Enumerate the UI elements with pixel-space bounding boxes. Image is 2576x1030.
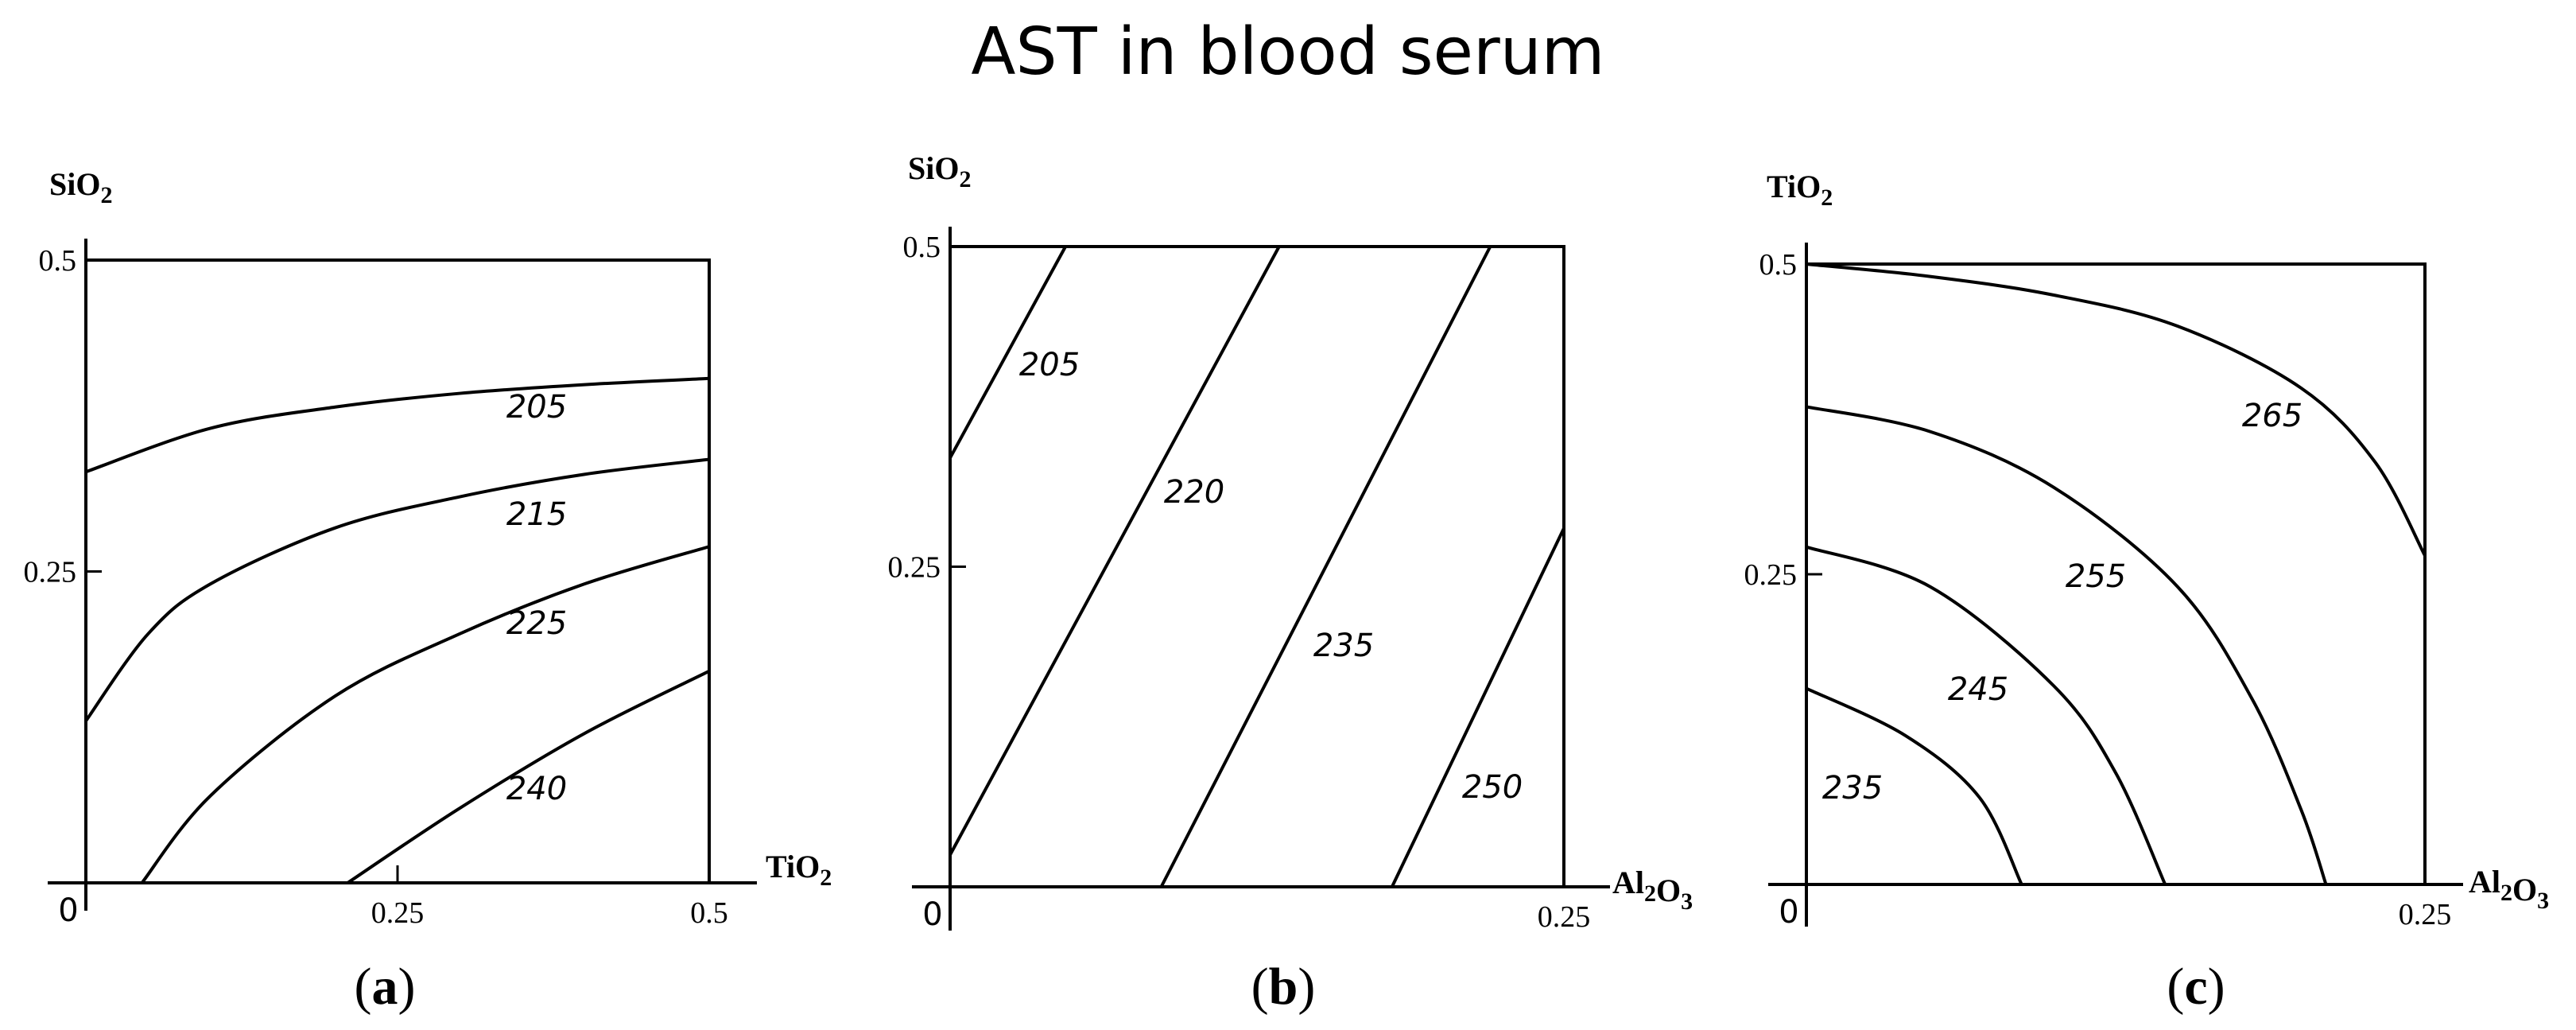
contour-line-240	[347, 669, 710, 884]
contour-label-205: 205	[1019, 347, 1080, 383]
contour-line-225	[140, 545, 710, 884]
contour-label-245: 245	[1948, 671, 2008, 708]
x-tick-label: 0.25	[1538, 900, 1591, 934]
origin-label: 0	[1779, 894, 1798, 931]
contour-line-205	[85, 376, 710, 474]
contour-line-250	[1391, 527, 1565, 888]
chart-title: AST in blood serum	[971, 14, 1605, 90]
x-axis-label: TiO2	[766, 849, 832, 891]
contour-label-205: 205	[506, 389, 567, 426]
x-tick-label: 0.5	[690, 896, 728, 930]
y-tick-label: 0.25	[24, 556, 77, 589]
origin-label: 0	[922, 896, 942, 933]
panel-label: (c)	[2167, 958, 2225, 1016]
y-tick-label: 0.25	[888, 551, 941, 585]
panel-label: (b)	[1251, 958, 1316, 1016]
contour-line-235	[1159, 246, 1492, 888]
y-tick-label: 0.5	[39, 244, 77, 278]
contour-label-240: 240	[506, 771, 567, 807]
y-tick-label: 0.5	[1759, 248, 1798, 282]
contour-label-235: 235	[1822, 770, 1883, 807]
contour-label-265: 265	[2242, 398, 2302, 434]
y-axis-label: TiO2	[1767, 169, 1833, 211]
plot-frame	[1806, 262, 2427, 884]
x-tick-label: 0.25	[371, 896, 425, 930]
contour-label-225: 225	[506, 605, 567, 642]
contour-line-265	[1806, 262, 2427, 557]
contour-line-205	[949, 246, 1067, 459]
contour-label-255: 255	[2066, 558, 2126, 595]
contour-label-215: 215	[506, 496, 567, 533]
contour-label-220: 220	[1164, 474, 1224, 511]
contour-line-220	[949, 246, 1281, 856]
plot-frame	[86, 258, 711, 883]
y-axis-label: SiO2	[49, 166, 112, 208]
x-tick-label: 0.25	[2399, 898, 2452, 931]
y-tick-label: 0.5	[903, 231, 941, 264]
contour-line-235	[1806, 686, 2023, 885]
contour-line-215	[84, 457, 710, 722]
contour-line-245	[1806, 545, 2167, 885]
contour-line-255	[1806, 405, 2328, 885]
panel-label: (a)	[355, 958, 416, 1016]
y-axis-label: SiO2	[908, 150, 971, 192]
contour-label-250: 250	[1462, 769, 1523, 806]
x-axis-label: Al2O3	[2469, 864, 2549, 914]
origin-label: 0	[58, 892, 78, 929]
contour-label-235: 235	[1313, 628, 1374, 664]
x-axis-label: Al2O3	[1612, 865, 1693, 915]
y-tick-label: 0.25	[1744, 558, 1798, 592]
plot-frame	[950, 245, 1565, 887]
